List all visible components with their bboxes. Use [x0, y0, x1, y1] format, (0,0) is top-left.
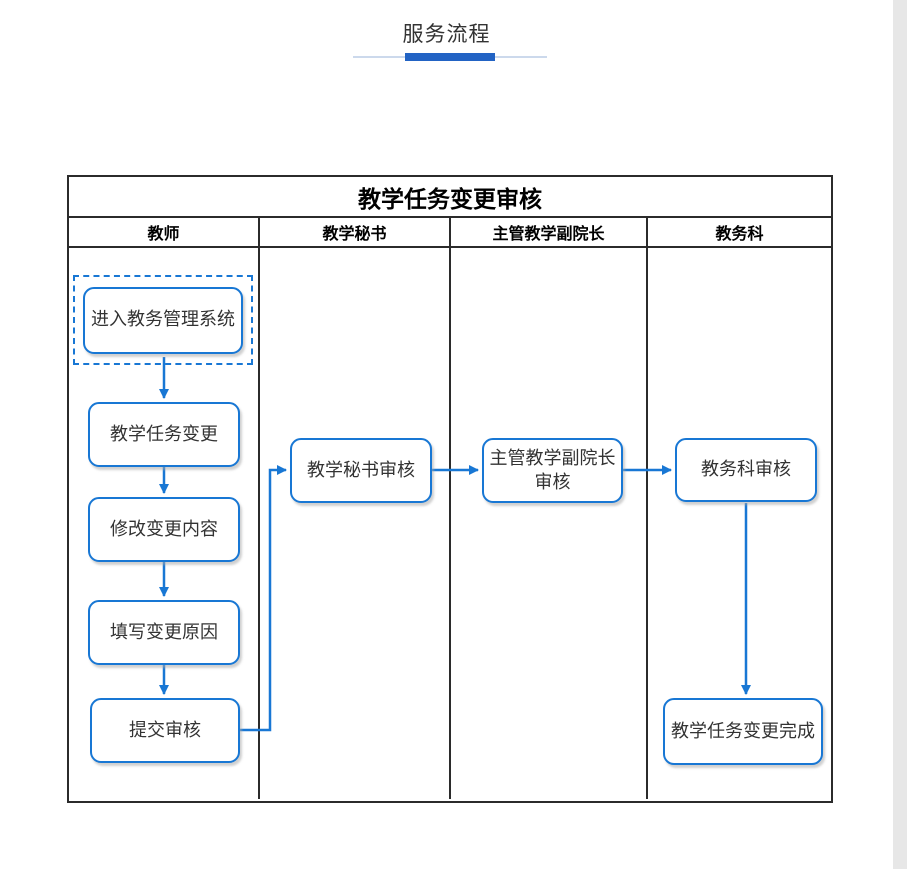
lane-header-academic-section: 教务科: [715, 226, 764, 243]
flow-node-submit-review: 提交审核: [90, 698, 240, 763]
flowchart-title: 教学任务变更审核: [69, 177, 831, 218]
flow-node-secretary-review: 教学秘书审核: [290, 438, 432, 503]
flow-node-task-change: 教学任务变更: [88, 402, 240, 467]
scrollbar-gutter[interactable]: [893, 0, 907, 869]
lane-secretary: [260, 248, 451, 799]
lane-header-secretary: 教学秘书: [260, 218, 451, 246]
lane-header-row: 教师 教学秘书 主管教学副院长 教务科: [69, 218, 831, 248]
flow-node-modify-content: 修改变更内容: [88, 497, 240, 562]
title-underline-decoration: [353, 53, 547, 61]
flow-node-change-complete: 教学任务变更完成: [663, 698, 823, 765]
flow-node-vice-dean-review: 主管教学副院长审核: [482, 438, 623, 503]
start-node-dashed-highlight: 进入教务管理系统: [73, 275, 253, 365]
lane-vice-dean: [451, 248, 648, 799]
page-title: 服务流程: [402, 23, 491, 46]
underline-accent-bar: [405, 53, 495, 61]
lane-header-vice-dean: 主管教学副院长: [451, 218, 648, 246]
lane-header-teacher: 教师: [69, 218, 260, 246]
flow-node-fill-reason: 填写变更原因: [88, 600, 240, 665]
flow-node-academic-review: 教务科审核: [675, 438, 817, 502]
flow-node-enter-system: 进入教务管理系统: [83, 286, 243, 354]
